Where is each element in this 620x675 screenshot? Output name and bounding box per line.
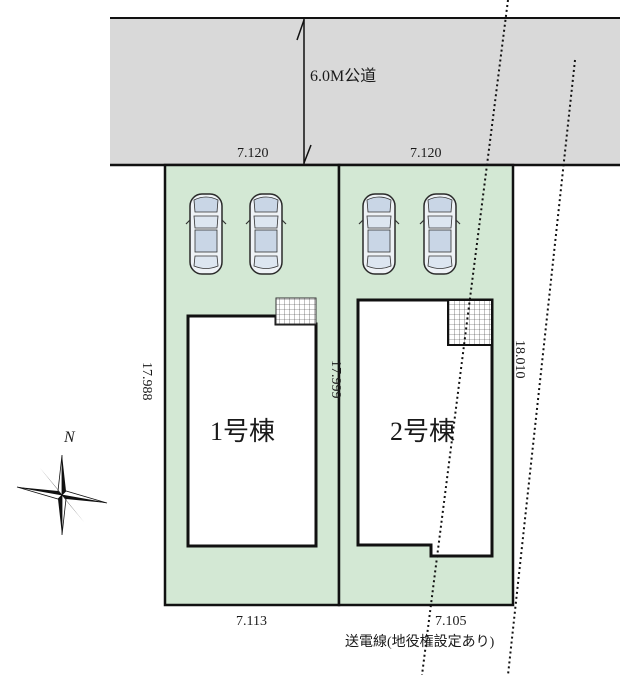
balcony-1 [275,297,317,325]
balcony-2 [447,299,493,346]
road-label: 6.0M公道 [310,67,376,85]
frontage-lot1: 7.120 [237,146,269,161]
compass-rose-icon [16,454,108,536]
side-middle: 17.999 [328,360,343,399]
car-icon [245,193,287,275]
car-icon [185,193,227,275]
car-icon [358,193,400,275]
car-icon [419,193,461,275]
compass-north-label: N [63,429,76,446]
building-2 [356,298,494,558]
power-line-label: 送電線(地役権設定あり) [345,633,495,650]
road [110,17,620,167]
rear-lot1: 7.113 [236,614,267,629]
building-1-label: 1号棟 [210,417,275,446]
frontage-lot2: 7.120 [410,146,442,161]
side-right: 18.010 [512,340,527,379]
building-1 [186,297,318,548]
building-2-label: 2号棟 [390,417,455,446]
side-left: 17.988 [139,362,154,401]
rear-lot2: 7.105 [435,614,467,629]
power-line [421,0,576,675]
